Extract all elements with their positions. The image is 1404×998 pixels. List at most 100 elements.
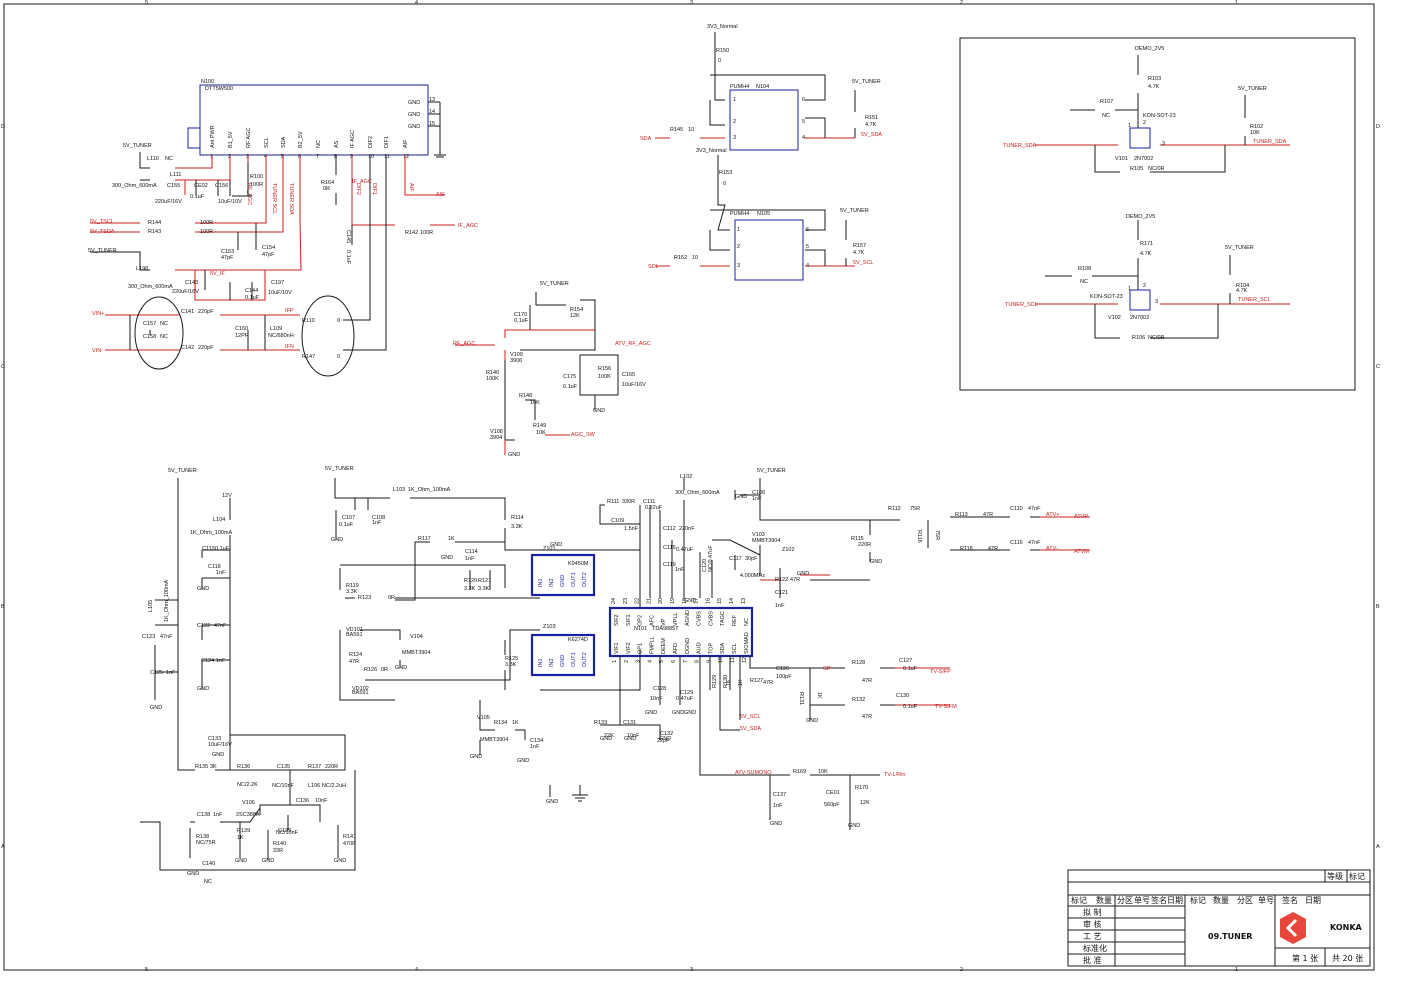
mos-pin: 3 — [1155, 299, 1158, 305]
n101-top-pin: AGND — [685, 610, 691, 626]
mos-pin: 1 — [1128, 286, 1131, 292]
net-label: VIN+ — [92, 311, 104, 317]
net-label: ATVP — [1074, 514, 1088, 520]
net-label: 3V3_Normal — [707, 24, 738, 30]
component-ref: R120 — [464, 578, 477, 584]
component-value: MMBT3904 — [752, 538, 780, 544]
title-block-header-cell: 签名 — [1151, 895, 1167, 905]
filter-column — [140, 478, 356, 871]
component-ref: R118 — [960, 546, 973, 552]
n101-pin-number: 23 — [623, 598, 629, 604]
n101-top-pin: NC — [744, 618, 750, 626]
component-value: 1nF — [752, 496, 762, 502]
component-ref: R146 — [486, 370, 499, 376]
component-ref: R123 — [358, 595, 371, 601]
component-value: 2N7002 — [1130, 315, 1149, 321]
saw-pin-label: GND — [560, 655, 566, 667]
component-value: 3.3K — [346, 589, 358, 595]
component-value: 10K — [530, 400, 540, 406]
net-label: ATV-SUMONO — [735, 770, 772, 776]
border-top-mark: 5 — [145, 0, 148, 6]
component-value: 1nF — [465, 556, 475, 562]
tuner-wiring — [90, 152, 455, 377]
n101-pin-number: 15 — [717, 598, 723, 604]
component-value: 0.1uF — [514, 318, 529, 324]
component-value: 47nF — [1028, 540, 1041, 546]
component-ref: C145 — [345, 230, 351, 243]
n101-pin-number: 17 — [694, 598, 700, 604]
component-value: NC — [1102, 113, 1110, 119]
n101-bottom-pin: SIOMAD — [744, 632, 750, 654]
component-value: 220pF — [198, 309, 214, 315]
border-left-mark: D — [1, 124, 5, 130]
component-ref: V101 — [1115, 156, 1128, 162]
component-value: 220R — [858, 542, 871, 548]
component-ref: R129 — [712, 675, 718, 688]
net-label: TV-SIFM — [935, 704, 957, 710]
net-label: ATV+ — [1046, 512, 1060, 518]
component-value: 220uF/16V — [172, 289, 199, 295]
n101-pin-number: 6 — [671, 660, 677, 663]
tuner-pin-8: AS — [334, 140, 340, 148]
n101-pin-number: 19 — [670, 598, 676, 604]
component-ref: C132 — [660, 731, 673, 737]
net-label: TUNER_SDA — [1253, 139, 1287, 145]
component-value: 1nF — [213, 812, 223, 818]
component-ref: R138 — [196, 834, 209, 840]
gnd-label: GND — [546, 799, 558, 805]
tuner-side-label: TUNER SCL — [271, 183, 277, 214]
border-bottom-mark: 5 — [145, 967, 148, 973]
component-ref: C144 — [245, 288, 258, 294]
pumh-pin: 6 — [806, 227, 809, 233]
component-value: 300_Ohm_600mA — [112, 183, 157, 189]
component-value: 10uF/16V — [208, 742, 232, 748]
component-ref: R106 — [1132, 335, 1145, 341]
n101-bottom-pin: FMPLL — [649, 636, 655, 654]
pumh-pin: 5 — [802, 119, 805, 125]
net-label: IFN — [285, 344, 294, 350]
component-value: 0.1uF — [245, 295, 260, 301]
pumh-pin: 6 — [802, 97, 805, 103]
component-value: 1K_Ohm_100mA — [408, 487, 451, 493]
component-ref: V105 — [477, 715, 490, 721]
gnd-label: GND — [797, 571, 809, 577]
component-value: 1K — [512, 720, 519, 726]
net-label: 12V — [222, 493, 232, 499]
component-value: 33R — [273, 848, 283, 854]
component-ref: L110 — [147, 156, 159, 162]
component-ref: R110 — [302, 318, 315, 324]
component-ref: L103 — [393, 487, 405, 493]
component-ref: C165 — [622, 372, 635, 378]
component-ref: R157 — [853, 243, 866, 249]
company-name: KONKA — [1330, 923, 1363, 932]
gnd-label: GND — [735, 494, 747, 500]
component-value: 1K_Ohm_100mA — [190, 530, 233, 536]
component-value: 0.1uF — [215, 546, 230, 552]
component-value: 47R — [349, 659, 359, 665]
component-value: PUMH4 — [730, 211, 749, 217]
gnd-label: GND — [848, 823, 860, 829]
component-ref: C154 — [262, 245, 275, 251]
gnd-label: GND — [593, 408, 605, 414]
title-block-header-cell: 日期 — [1167, 896, 1183, 905]
component-value: 1nF — [372, 520, 382, 526]
border-bottom-mark: 2 — [960, 967, 963, 973]
component-value: 0 — [718, 58, 721, 64]
component-ref: R104 — [1236, 283, 1249, 289]
component-ref: C121 — [775, 590, 788, 596]
mark-label: 标记 — [1349, 871, 1365, 881]
component-ref: R114 — [511, 515, 524, 521]
component-value: 0.1uF — [339, 522, 354, 528]
component-value: 3904 — [490, 435, 502, 441]
saw-z101 — [530, 553, 596, 597]
component-ref: C122 — [197, 623, 210, 629]
gnd-label: GND — [187, 871, 199, 877]
n101-top-pin: VP — [661, 618, 667, 626]
net-label: 5V_SCL — [740, 714, 761, 720]
pumh-pin: 3 — [733, 135, 736, 141]
gnd-label: GND — [684, 710, 696, 716]
component-value: 75R — [934, 530, 940, 540]
title-block-header-cell: 标记 — [1071, 895, 1087, 905]
component-value: NC — [165, 156, 173, 162]
